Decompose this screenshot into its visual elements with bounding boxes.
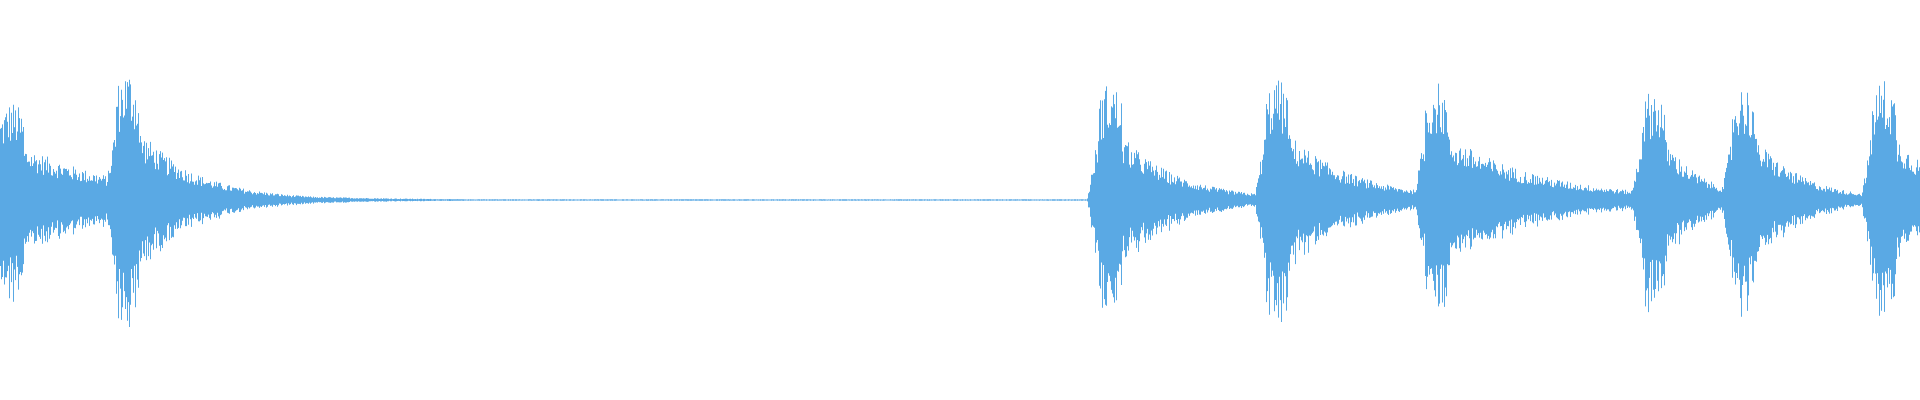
waveform-path	[0, 79, 1920, 327]
waveform-bars	[0, 79, 1920, 327]
